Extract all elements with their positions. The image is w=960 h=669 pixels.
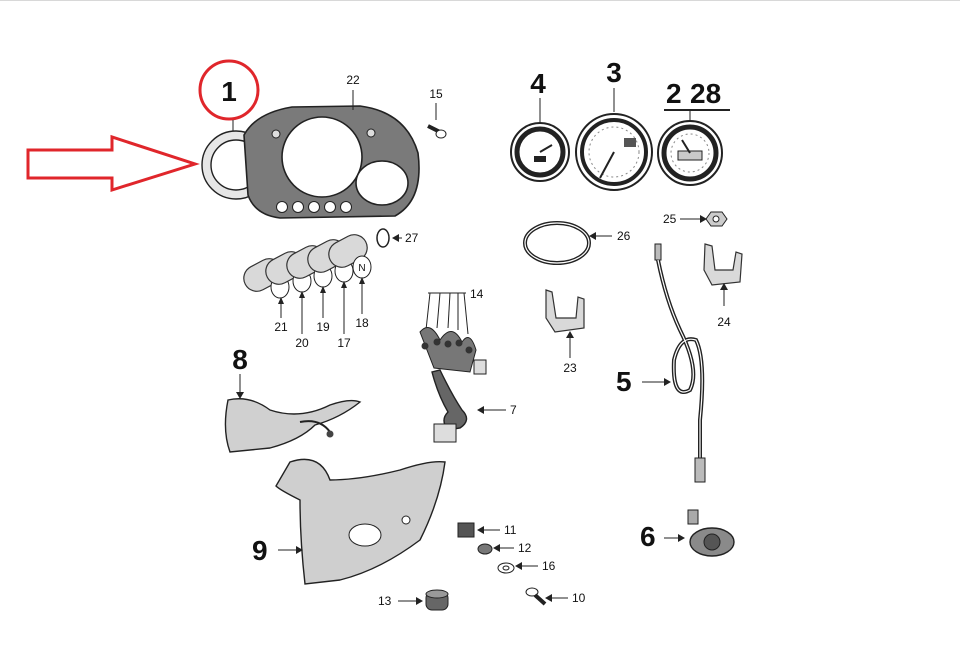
red-outline-arrow-icon bbox=[26, 134, 200, 193]
callout-15: 15 bbox=[429, 87, 443, 101]
part-13-grommet: 13 bbox=[378, 589, 449, 611]
part-27-o-ring: 27 bbox=[376, 228, 419, 248]
part-10-bolt: 10 bbox=[525, 587, 586, 606]
part-2-speedometer: 2 28 bbox=[657, 78, 730, 186]
callout-21: 21 bbox=[274, 320, 288, 334]
part-24-bracket: 24 bbox=[703, 243, 743, 329]
callout-6: 6 bbox=[640, 521, 656, 552]
part-3-tachometer: 3 bbox=[575, 57, 653, 191]
part-15-screw: 15 bbox=[427, 87, 447, 139]
callout-13: 13 bbox=[378, 594, 392, 608]
callout-5: 5 bbox=[616, 366, 632, 397]
part-12-grommet: 12 bbox=[477, 541, 532, 555]
callout-22: 22 bbox=[346, 73, 360, 87]
part-25-nut: 25 bbox=[663, 211, 728, 227]
callout-20: 20 bbox=[295, 336, 309, 350]
part-7-wiring-harness: 7 bbox=[431, 369, 517, 443]
highlight-circle-icon: 1 bbox=[198, 59, 260, 121]
neutral-symbol: N bbox=[358, 263, 365, 274]
part-11-clip: 11 bbox=[457, 522, 517, 538]
part-16-washer: 16 bbox=[497, 559, 556, 574]
top-border-line bbox=[0, 0, 960, 1]
part-6-speedometer-drive: 6 bbox=[640, 509, 735, 557]
callout-7: 7 bbox=[510, 403, 517, 417]
callout-1: 1 bbox=[221, 76, 237, 107]
callout-17: 17 bbox=[337, 336, 351, 350]
callout-26: 26 bbox=[617, 229, 631, 243]
neutral-icon: N bbox=[328, 234, 372, 279]
callout-23: 23 bbox=[563, 361, 577, 375]
callout-18: 18 bbox=[355, 316, 369, 330]
part-26-gasket: 26 bbox=[523, 221, 631, 265]
callout-16: 16 bbox=[542, 559, 556, 573]
callout-14: 14 bbox=[470, 287, 484, 301]
part-4-small-gauge: 4 bbox=[510, 68, 570, 182]
callout-8: 8 bbox=[232, 344, 248, 375]
callout-9: 9 bbox=[252, 535, 268, 566]
part-9-lower-cover: 9 bbox=[252, 458, 446, 585]
callout-10: 10 bbox=[572, 591, 586, 605]
part-5-speedometer-cable: 5 bbox=[616, 243, 706, 483]
part-22-instrument-housing: 22 bbox=[243, 73, 420, 219]
callout-25: 25 bbox=[663, 212, 677, 226]
callout-4: 4 bbox=[530, 68, 546, 99]
callout-11: 11 bbox=[504, 523, 517, 537]
callout-19: 19 bbox=[316, 320, 330, 334]
callout-24: 24 bbox=[717, 315, 731, 329]
warning-lamp-set: N 21 20 19 17 18 bbox=[243, 234, 372, 350]
callout-2: 2 bbox=[666, 78, 682, 109]
callout-3: 3 bbox=[606, 57, 622, 88]
part-14-bulb-wiring: 14 bbox=[419, 287, 487, 375]
part-8-upper-cover: 8 bbox=[224, 344, 362, 453]
callout-28: 28 bbox=[690, 78, 721, 109]
part-23-bracket: 23 bbox=[545, 289, 585, 375]
callout-27: 27 bbox=[405, 231, 419, 245]
callout-12: 12 bbox=[518, 541, 532, 555]
